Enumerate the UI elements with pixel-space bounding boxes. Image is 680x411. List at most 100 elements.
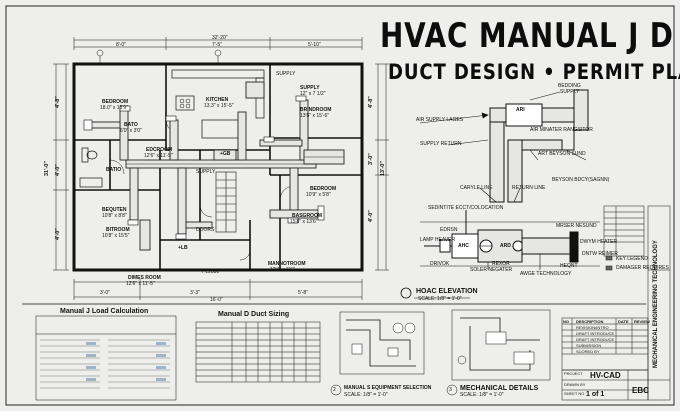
hvac-elevation xyxy=(400,89,600,299)
manual-s-number: 2 xyxy=(333,387,336,393)
room-name: BEQUTEN xyxy=(102,207,127,213)
room-size: 10'8" x 15'5" xyxy=(102,233,130,239)
dim-left-4: 4'-0" xyxy=(55,228,61,240)
rev-header: DESCRIPTION xyxy=(576,319,604,324)
room-size: 12'6" x 11'-5" xyxy=(126,281,155,287)
bottom-tables xyxy=(22,205,671,401)
room-size: 15'8" x 13'6" xyxy=(290,219,318,225)
elevation-label: DWYM HEATER xyxy=(580,239,618,245)
room-size: 6'0" x 3'0" xyxy=(120,128,142,134)
duct-tag: DOORS xyxy=(196,227,215,233)
rev-header: REVIEW xyxy=(634,319,650,324)
project-name: HV-CAD xyxy=(590,371,621,380)
legend-item: KEY LEGEND xyxy=(616,256,648,262)
dim-right-2: 3'-0" xyxy=(368,153,374,165)
dim-bottom-2: 3'-3" xyxy=(190,290,200,296)
duct-tag: 12" x 7 1/2" xyxy=(300,91,326,97)
rev-row: DRAFT INTRODUCE xyxy=(576,331,615,336)
legend-item: DAMAGER REQUIRES xyxy=(616,265,669,271)
rev-row: REVISION/INTRO xyxy=(576,325,609,330)
elevation-label: MRSER NESUND xyxy=(556,223,597,229)
project-label: PROJECT xyxy=(564,371,583,376)
room-name: EDCROOM xyxy=(146,147,173,153)
dim-right-3: 13'-0" xyxy=(380,161,386,176)
sheet-label: SHEET NO xyxy=(564,391,585,396)
room-name: BEDROOM xyxy=(310,186,337,192)
mech-details-number: 3 xyxy=(449,387,452,393)
dim-top-3: 5'-10" xyxy=(308,42,321,48)
room-name: BITROOM xyxy=(106,227,130,233)
elevation-label: SUPPLY xyxy=(560,89,580,95)
room-name: MANNOTROOM xyxy=(268,261,306,267)
dim-bottom-1: 3'-0" xyxy=(100,290,110,296)
rev-row: DRAFT INTRODUCE xyxy=(576,337,615,342)
elevation-label: EDRSN xyxy=(440,227,458,233)
room-size: 18.0" x 15'9" xyxy=(100,105,128,111)
elevation-label: AWGE TECHNOLOGY xyxy=(520,271,572,277)
page-subtitle: DUCT DESIGN • PERMIT PLANS xyxy=(388,60,680,84)
elevation-label: ARI xyxy=(516,107,525,113)
rev-header: DATE xyxy=(618,319,629,324)
elevation-label: BEYSON BDCY(SAGNN) xyxy=(552,177,610,183)
room-name: KITCHEN xyxy=(206,97,229,103)
room-name: DIMES ROOM xyxy=(128,275,161,281)
elevation-title: HOAC ELEVATION xyxy=(416,288,478,295)
manual-d-title: Manual D Duct Sizing xyxy=(218,311,290,318)
manual-j-title: Manual J Load Calculation xyxy=(60,308,149,315)
elevation-label: SOLER NEGATER xyxy=(470,267,513,273)
room-size: 12'4" x 5'6" xyxy=(270,267,295,273)
floor-plan xyxy=(53,37,389,300)
elevation-label: HEQNT xyxy=(560,263,578,269)
rev-header: NO xyxy=(563,319,569,324)
duct-tag: PL2080 xyxy=(202,269,220,275)
dim-left-3: 4'-0" xyxy=(55,164,61,176)
room-size: 13'6" x 15'-6" xyxy=(300,113,330,119)
manual-s-scale: SCALE: 1/8" = 1'-0" xyxy=(344,392,388,398)
room-name: BRINDROOM xyxy=(300,107,332,113)
page-title: HVAC MANUAL J D S xyxy=(380,16,680,56)
dim-top-2: 7'-5" xyxy=(212,42,222,48)
elevation-label: AIR MINATER RANGSITOR xyxy=(530,127,593,133)
dim-right-1: 4'-8" xyxy=(368,96,374,108)
mech-details-title: MECHANICAL DETAILS xyxy=(460,385,539,392)
legend-table xyxy=(603,205,645,271)
duct-tag: SUPPLY xyxy=(300,85,320,91)
dim-right-4: 4'-0" xyxy=(368,210,374,222)
duct-tag: +GB xyxy=(220,151,231,157)
duct-tag: +LB xyxy=(178,245,188,251)
elevation-label: DNTW REIMER xyxy=(582,251,618,257)
firm-name: MECHANICAL ENGINEERING TECHNOLOGY xyxy=(653,240,659,368)
rev-row: SUBMISSION xyxy=(576,343,602,348)
elevation-label: ARD xyxy=(500,243,511,249)
room-name: BATIO xyxy=(106,167,122,173)
dim-overall: 32'-20" xyxy=(212,35,228,41)
dim-left-1: 4'-8" xyxy=(55,96,61,108)
elevation-label: AHC xyxy=(458,243,469,249)
room-size: 12'6" x 11'-5" xyxy=(144,153,173,159)
elevation-label: REXOR xyxy=(492,261,510,267)
room-size: 13.3" x 15'-5" xyxy=(204,103,234,109)
room-name: BEDROOM xyxy=(102,99,129,105)
dim-left-2: 31'-0" xyxy=(44,161,50,176)
dim-top-1: 8'-0" xyxy=(116,42,126,48)
stamp-label: EBC xyxy=(632,386,649,395)
mech-details-scale: SCALE: 1/8" = 1'-0" xyxy=(460,392,504,398)
elevation-label: SEDINTITE ECCT/COLOCATION xyxy=(428,205,504,211)
drawn-by-label: DRAWN BY xyxy=(564,382,586,387)
duct-tag: SUPPLY xyxy=(196,169,216,175)
room-name: BASGROOM xyxy=(292,213,322,219)
dim-bottom-3: 5'-8" xyxy=(298,290,308,296)
room-size: 10'9" x 5'8" xyxy=(306,192,331,198)
elevation-label: SUPPLY RETURN xyxy=(420,141,462,147)
elevation-label: AIR SUPPLY LAGES xyxy=(416,117,464,123)
elevation-label: LAMP HEAVER xyxy=(420,237,456,243)
elevation-label: DRIVOK xyxy=(430,261,450,267)
room-size: 10'8" x 8'8" xyxy=(102,213,127,219)
rev-row: SCORED BY xyxy=(576,349,600,354)
elevation-label: CARYLE LINE xyxy=(460,185,493,191)
duct-tag: SUPPLY xyxy=(276,71,296,77)
sheet-number: 1 of 1 xyxy=(586,391,605,398)
elevation-label: BEDDING xyxy=(558,83,581,89)
